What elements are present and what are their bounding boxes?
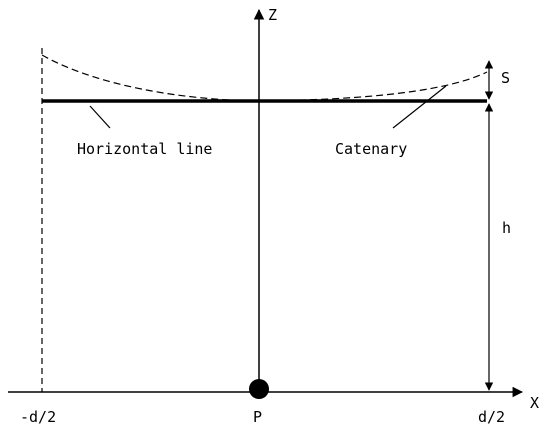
x-axis-label: X (530, 394, 539, 412)
right-end-label: d/2 (478, 408, 505, 426)
point-p-label: P (253, 408, 262, 426)
catenary-leader (392, 85, 447, 129)
catenary-label: Catenary (335, 140, 407, 158)
height-label: h (502, 219, 511, 237)
point-p-marker (249, 379, 269, 399)
sag-label: S (501, 69, 510, 87)
horizontal-line-leader (89, 105, 111, 129)
catenary-curve (41, 54, 488, 102)
left-end-label: -d/2 (20, 408, 56, 426)
horizontal-line-label: Horizontal line (77, 140, 212, 158)
z-axis-label: Z (268, 6, 277, 24)
